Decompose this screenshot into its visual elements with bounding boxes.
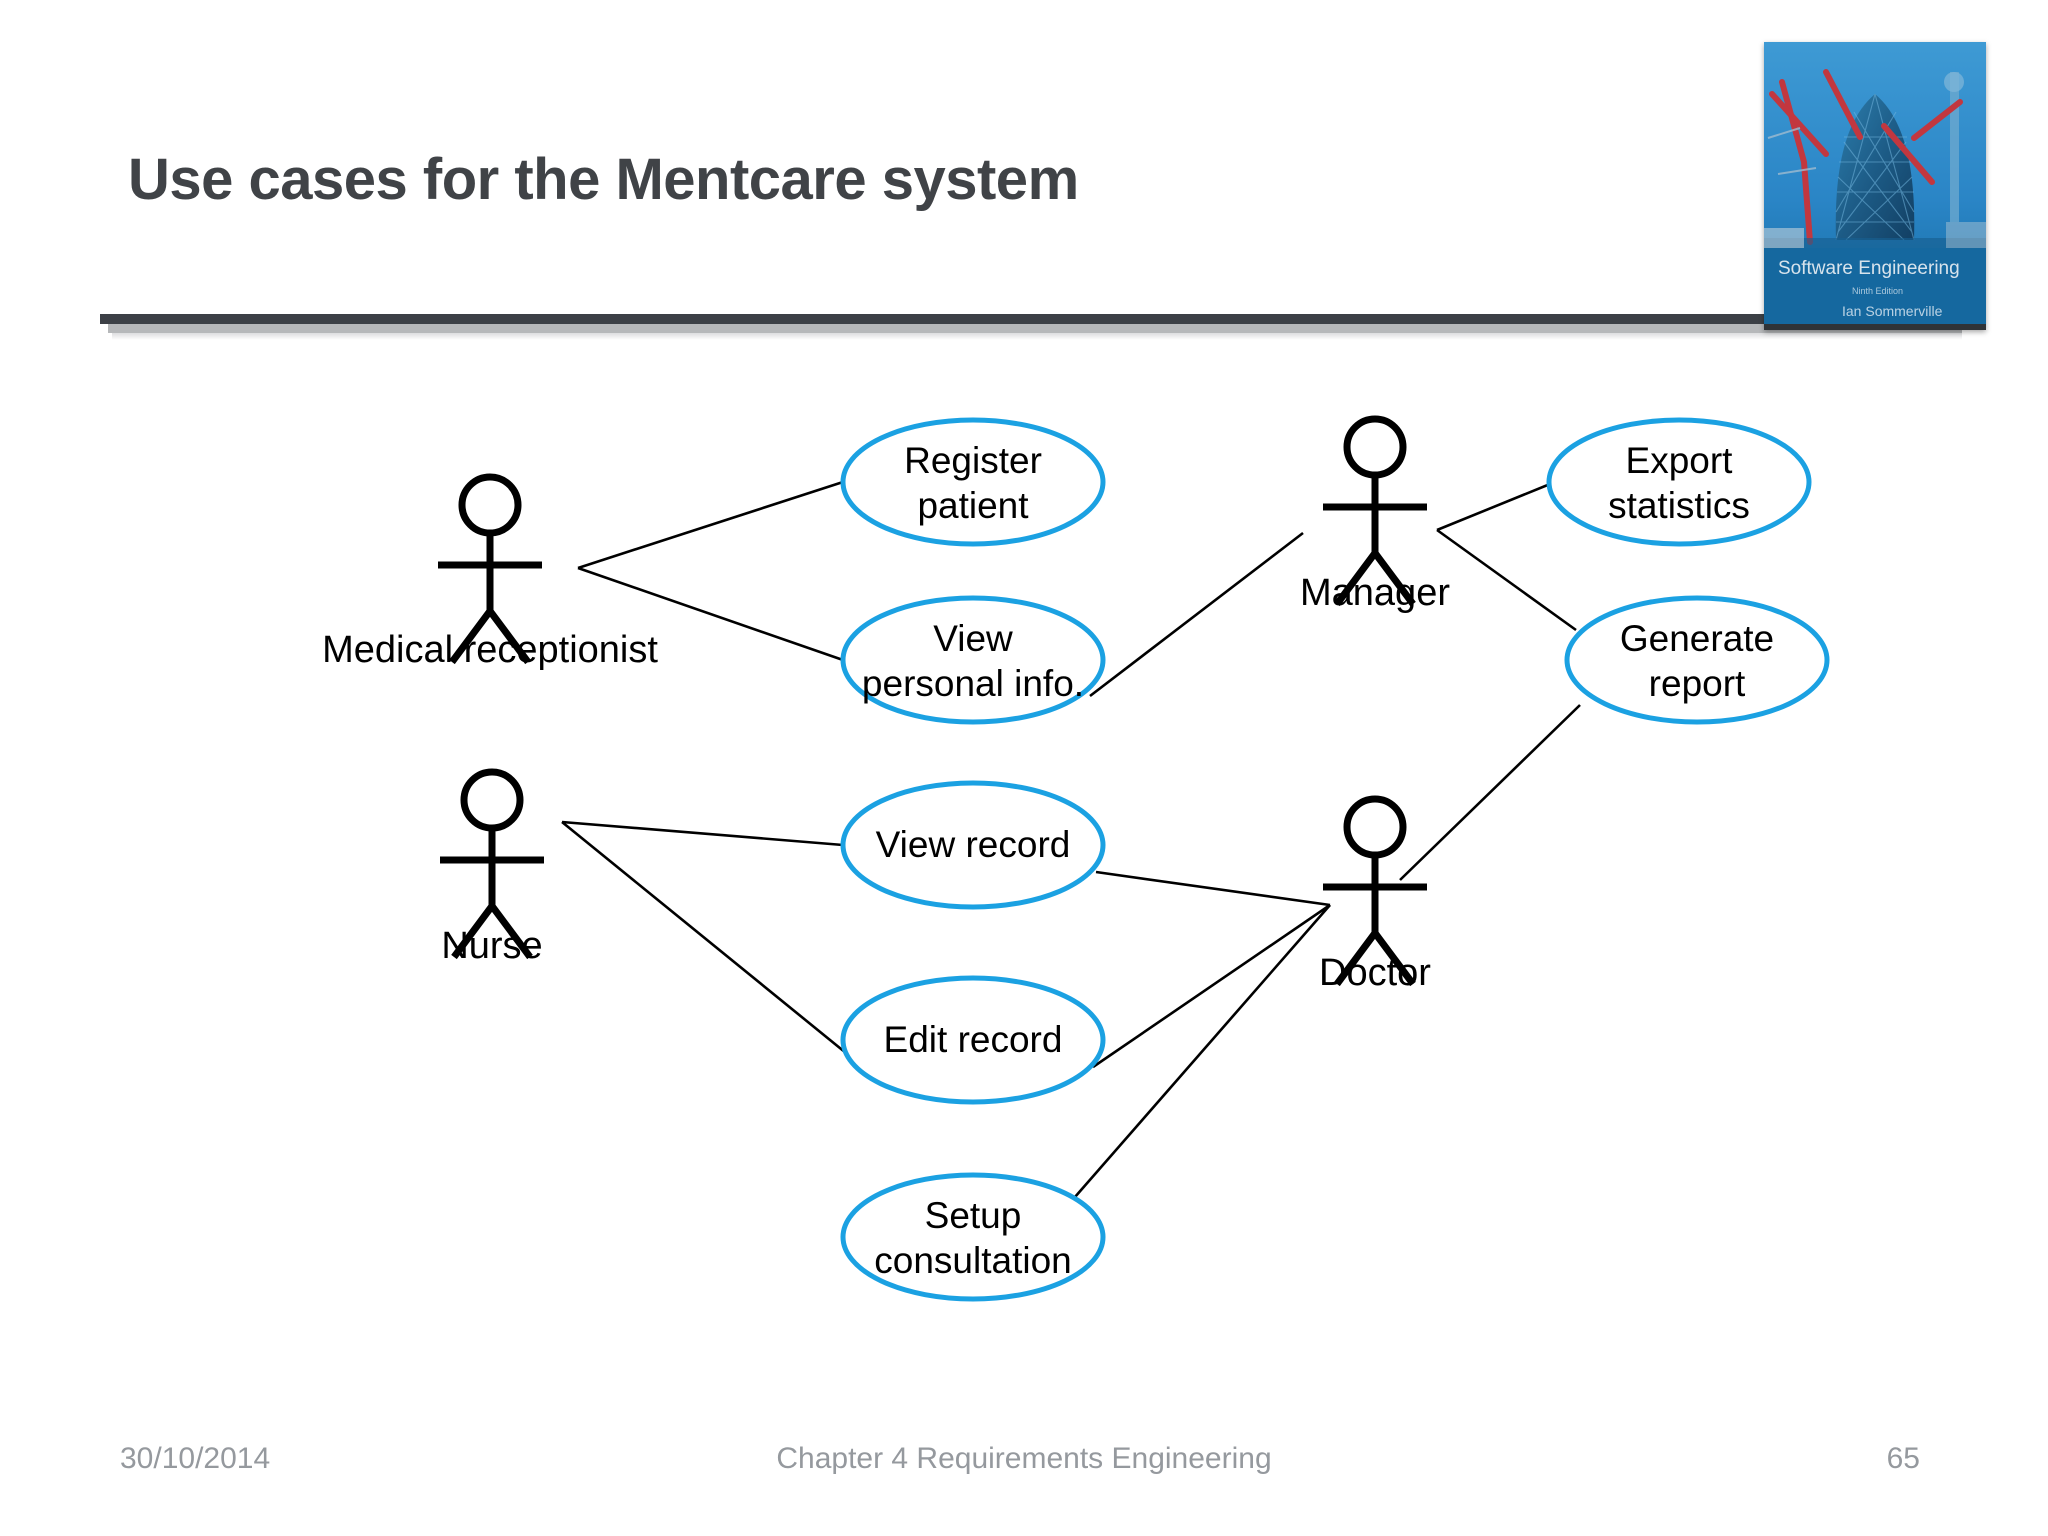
use-case-view-record[interactable]: View record [840, 780, 1106, 910]
use-case-export-statistics[interactable]: Export statistics [1546, 417, 1812, 547]
book-cover-artwork: Software Engineering Ninth Edition Ian S… [1764, 42, 1986, 330]
association-lines [561, 480, 1581, 1206]
title-divider [100, 314, 1954, 324]
assoc-medical-receptionist-register-patient [577, 480, 844, 570]
cover-edition-text: Ninth Edition [1852, 286, 1903, 296]
use-case-label-line-1: Export [1626, 440, 1734, 481]
use-case-label-line-1: View record [876, 824, 1071, 865]
use-case-ellipse [840, 975, 1106, 1105]
actor-manager[interactable]: Manager [1300, 415, 1450, 614]
use-case-ellipse [840, 417, 1106, 547]
actor-head-icon [460, 768, 524, 832]
assoc-nurse-view-record [561, 820, 844, 847]
assoc-medical-receptionist-view-personal-info [577, 566, 844, 662]
use-case-ellipse [1564, 595, 1830, 725]
actor-head-icon [1343, 415, 1407, 479]
use-case-register-patient[interactable]: Register patient [840, 417, 1106, 547]
footer-page-number: 65 [1886, 1442, 1920, 1475]
use-case-diagram-svg: Medical receptionist Manager Nurse Docto… [322, 415, 1830, 1302]
actor-label-nurse: Nurse [441, 925, 542, 967]
use-case-ellipse [840, 780, 1106, 910]
actor-body-icon [440, 828, 544, 960]
assoc-manager-generate-report [1436, 528, 1577, 632]
assoc-generate-report-doctor [1399, 704, 1581, 881]
assoc-edit-record-doctor [1092, 903, 1331, 1069]
actor-label-doctor: Doctor [1319, 952, 1431, 994]
actor-doctor[interactable]: Doctor [1319, 795, 1431, 994]
use-case-label-line-2: report [1649, 663, 1746, 704]
use-case-ellipse [840, 1172, 1106, 1302]
use-case-generate-report[interactable]: Generate report [1564, 595, 1830, 725]
use-case-label-line-2: personal info. [862, 663, 1084, 704]
use-case-label-line-1: Register [904, 440, 1042, 481]
actor-body-icon [1323, 855, 1427, 987]
title-divider-shadow-soft [112, 333, 1962, 340]
actor-head-icon [458, 473, 522, 537]
slide-footer: 30/10/2014 Chapter 4 Requirements Engine… [0, 1426, 2048, 1536]
use-case-label-line-1: View [933, 618, 1013, 659]
use-case-view-personal-info[interactable]: View personal info. [840, 595, 1106, 725]
assoc-setup-consultation-doctor [1067, 904, 1331, 1206]
title-divider-shadow [108, 324, 1962, 333]
assoc-nurse-edit-record [561, 820, 863, 1068]
page-title: Use cases for the Mentcare system [128, 147, 1079, 212]
assoc-manager-export-statistics [1436, 480, 1556, 532]
footer-date: 30/10/2014 [120, 1442, 271, 1475]
use-case-ellipse [1546, 417, 1812, 547]
use-case-label-line-2: patient [917, 485, 1029, 526]
assoc-view-record-doctor [1095, 870, 1331, 907]
actor-label-medical-receptionist: Medical receptionist [322, 629, 658, 671]
actor-head-icon [1343, 795, 1407, 859]
use-case-setup-consultation[interactable]: Setup consultation [840, 1172, 1106, 1302]
book-cover-logo: Software Engineering Ninth Edition Ian S… [1764, 42, 1986, 330]
use-case-label-line-2: statistics [1608, 485, 1750, 526]
assoc-view-personal-info-manager [1089, 531, 1304, 698]
use-case-ellipse [840, 595, 1106, 725]
cover-title-text: Software Engineering [1778, 258, 1960, 279]
use-case-label-line-2: consultation [874, 1240, 1071, 1281]
actor-body-icon [1323, 475, 1427, 607]
actor-nurse[interactable]: Nurse [440, 768, 544, 967]
actor-body-icon [438, 533, 542, 665]
use-case-label-line-1: Generate [1620, 618, 1774, 659]
footer-chapter: Chapter 4 Requirements Engineering [776, 1442, 1272, 1475]
use-case-label-line-1: Setup [925, 1195, 1022, 1236]
use-case-label-line-1: Edit record [884, 1019, 1063, 1060]
cover-author-text: Ian Sommerville [1842, 303, 1943, 319]
use-case-diagram: Medical receptionist Manager Nurse Docto… [0, 360, 2048, 1410]
actor-medical-receptionist[interactable]: Medical receptionist [322, 473, 658, 671]
use-case-edit-record[interactable]: Edit record [840, 975, 1106, 1105]
actor-label-manager: Manager [1300, 572, 1450, 614]
